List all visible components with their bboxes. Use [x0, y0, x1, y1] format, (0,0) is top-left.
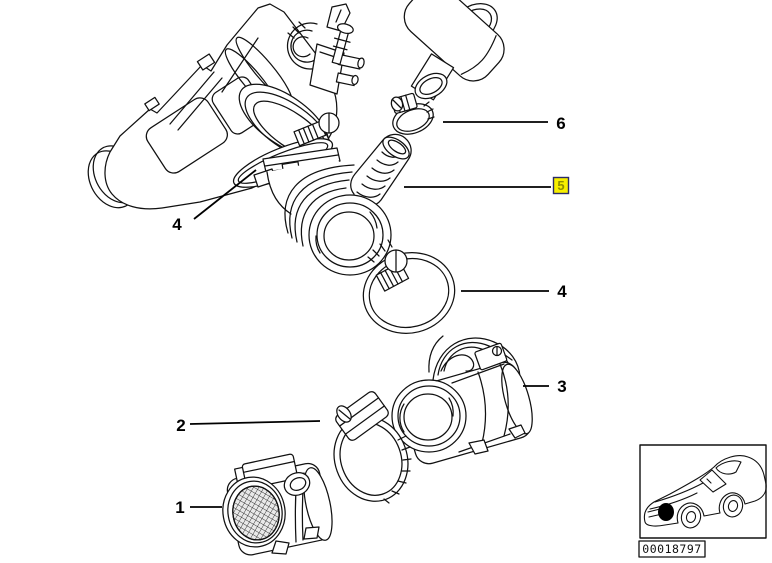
part-location-dot	[658, 503, 674, 521]
callout-label-4-left[interactable]: 4	[172, 215, 182, 234]
intake-boot-icon	[391, 335, 533, 465]
image-code: 00018797	[642, 542, 701, 556]
car-location-inset	[638, 444, 767, 558]
car-icon	[643, 455, 767, 529]
idle-air-tube-icon	[403, 0, 505, 101]
highlighted-callout-box-5[interactable]	[552, 176, 570, 195]
callout-label-3[interactable]: 3	[557, 377, 566, 396]
hose-clamp-front-icon	[333, 391, 412, 504]
mass-air-flow-sensor-icon	[222, 453, 333, 556]
leader-line-2	[189, 420, 321, 425]
callout-label-4-right[interactable]: 4	[557, 282, 567, 301]
callout-label-5[interactable]: 5	[557, 178, 564, 193]
small-hose-clamp-icon	[390, 92, 435, 135]
sensor-mesh-screen	[232, 485, 280, 541]
inset-frame	[639, 444, 767, 539]
corrugated-elbow-hose-icon	[253, 133, 412, 276]
image-code-box	[638, 540, 706, 558]
callout-label-2[interactable]: 2	[176, 416, 185, 435]
leader-line-4-left	[193, 169, 257, 220]
hose-clamp-middle-icon	[362, 239, 456, 335]
leader-lines	[189, 121, 551, 508]
callout-label-1[interactable]: 1	[175, 498, 184, 517]
callout-label-6[interactable]: 6	[556, 114, 565, 133]
